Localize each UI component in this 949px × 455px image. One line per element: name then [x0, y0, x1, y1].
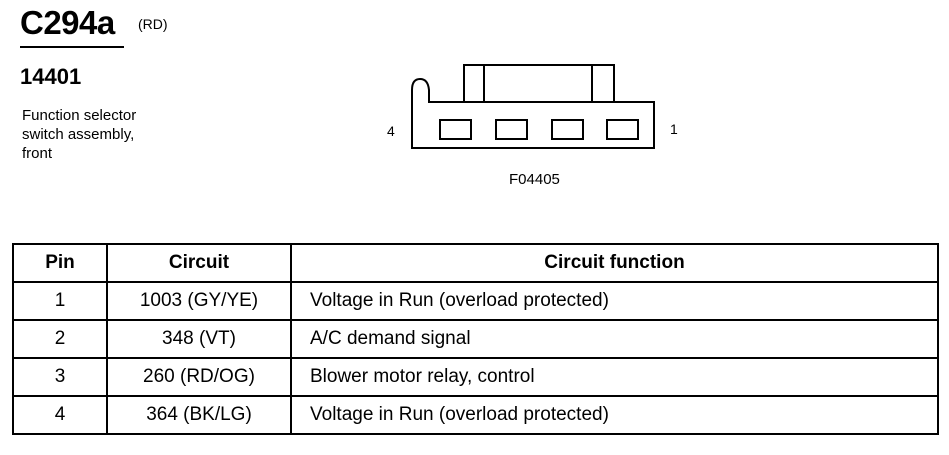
cell-function: Voltage in Run (overload protected) — [290, 395, 939, 435]
description-line: switch assembly, — [22, 126, 135, 143]
table-header-row: Pin Circuit Circuit function — [12, 243, 939, 283]
header-circuit: Circuit — [106, 243, 292, 283]
description-line: front — [22, 145, 53, 162]
pin-cavity — [439, 119, 472, 140]
cell-function: Voltage in Run (overload protected) — [290, 281, 939, 321]
color-code: (RD) — [138, 16, 168, 32]
cell-circuit: 364 (BK/LG) — [106, 395, 292, 435]
pinout-table: Pin Circuit Circuit function 1 1003 (GY/… — [12, 243, 939, 435]
table-row: 1 1003 (GY/YE) Voltage in Run (overload … — [12, 281, 939, 321]
pin-cavity — [495, 119, 528, 140]
cell-pin: 4 — [12, 395, 108, 435]
header-circuit-function: Circuit function — [290, 243, 939, 283]
cell-pin: 1 — [12, 281, 108, 321]
component-description: Function selector switch assembly, front — [22, 106, 222, 163]
description-line: Function selector — [22, 107, 137, 124]
pin-cavity — [606, 119, 639, 140]
cell-circuit: 348 (VT) — [106, 319, 292, 359]
connector-body — [411, 77, 655, 149]
table-row: 2 348 (VT) A/C demand signal — [12, 319, 939, 359]
table-row: 3 260 (RD/OG) Blower motor relay, contro… — [12, 357, 939, 397]
pin-cavity — [551, 119, 584, 140]
cell-pin: 3 — [12, 357, 108, 397]
cell-function: A/C demand signal — [290, 319, 939, 359]
cell-circuit: 1003 (GY/YE) — [106, 281, 292, 321]
connector-face-diagram — [411, 64, 655, 149]
part-number: 14401 — [20, 64, 82, 89]
cell-circuit: 260 (RD/OG) — [106, 357, 292, 397]
connector-id-underline — [20, 46, 124, 48]
cell-function: Blower motor relay, control — [290, 357, 939, 397]
cell-pin: 2 — [12, 319, 108, 359]
connector-id: C294a — [20, 4, 115, 41]
pin-label-4: 4 — [387, 123, 395, 139]
header-pin: Pin — [12, 243, 108, 283]
figure-code: F04405 — [509, 171, 560, 188]
table-row: 4 364 (BK/LG) Voltage in Run (overload p… — [12, 395, 939, 435]
pin-label-1: 1 — [670, 121, 678, 137]
lock-tab — [463, 64, 615, 103]
